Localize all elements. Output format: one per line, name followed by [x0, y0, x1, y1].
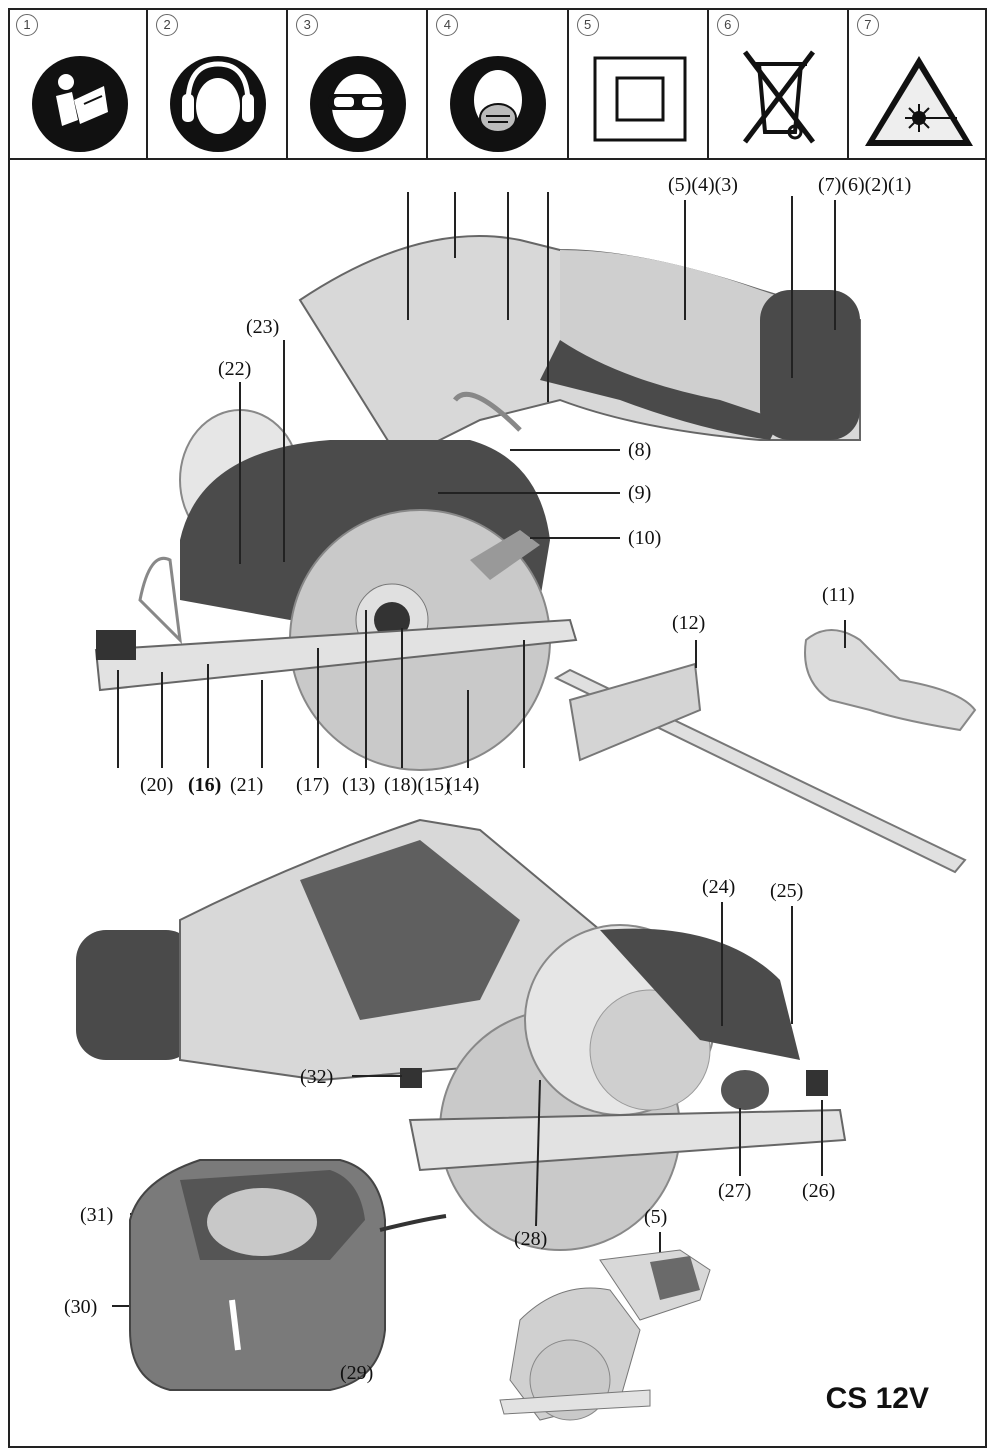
callout-22: (22)	[218, 358, 252, 380]
callout-13: (13)	[342, 774, 376, 796]
symbol-number: 7	[856, 14, 879, 36]
symbol-number: 3	[296, 14, 319, 36]
symbol-strip: 1 2 3 4	[8, 8, 987, 160]
leader-lines-top	[117, 192, 836, 768]
symbol-cell-1: 1	[8, 8, 149, 158]
callout-23: (23)	[246, 316, 280, 338]
callout-18-15: (18)(15)	[384, 774, 451, 796]
read-manual-icon	[32, 56, 128, 152]
protection-class-ii-icon	[593, 56, 687, 142]
callout-5: (5)	[644, 1206, 668, 1228]
callout-17: (17)	[296, 774, 330, 796]
callout-30: (30)	[64, 1296, 98, 1318]
callout-25: (25)	[770, 880, 804, 902]
battery-charger	[129, 1159, 447, 1391]
symbol-cell-5: 5	[569, 8, 709, 158]
callout-28: (28)	[514, 1228, 548, 1250]
symbol-cell-6: 6	[709, 8, 849, 158]
symbol-cell-7: 7	[849, 8, 987, 158]
circular-saw-side-view	[94, 235, 861, 771]
parallel-guide	[553, 640, 967, 874]
callout-31: (31)	[80, 1204, 114, 1226]
callout-16: (16)	[188, 774, 222, 796]
symbol-number: 2	[156, 14, 179, 36]
symbol-cell-2: 2	[148, 8, 289, 158]
callout-14: (14)	[446, 774, 480, 796]
callout-8: (8)	[628, 439, 652, 461]
symbol-number: 5	[576, 14, 599, 36]
ear-protection-icon	[170, 56, 267, 152]
model-label: CS 12V	[825, 1382, 929, 1415]
callout-32: (32)	[300, 1066, 334, 1088]
symbol-number: 6	[716, 14, 739, 36]
circular-saw-rear-view	[76, 818, 847, 1251]
callout-5-4-3: (5)(4)(3)	[668, 174, 738, 196]
callout-29: (29)	[340, 1362, 374, 1384]
callout-21: (21)	[230, 774, 264, 796]
symbol-number: 4	[436, 14, 459, 36]
figure-frame	[8, 8, 987, 1448]
small-saw-battery-insert	[499, 1249, 711, 1421]
callout-20: (20)	[140, 774, 174, 796]
dust-adapter	[804, 620, 977, 732]
callout-26: (26)	[802, 1180, 836, 1202]
callout-7-6-2-1: (7)(6)(2)(1)	[818, 174, 912, 196]
callout-10: (10)	[628, 527, 662, 549]
callout-12: (12)	[672, 612, 706, 634]
symbol-cell-3: 3	[288, 8, 429, 158]
dust-mask-icon	[450, 56, 547, 152]
weee-bin-icon	[742, 50, 815, 144]
eye-protection-icon	[310, 56, 407, 152]
symbol-cell-4: 4	[428, 8, 569, 158]
callout-24: (24)	[702, 876, 736, 898]
callout-9: (9)	[628, 482, 652, 504]
callout-27: (27)	[718, 1180, 752, 1202]
laser-warning-icon	[864, 56, 973, 146]
callout-11: (11)	[822, 584, 855, 606]
symbol-number: 1	[16, 14, 38, 36]
